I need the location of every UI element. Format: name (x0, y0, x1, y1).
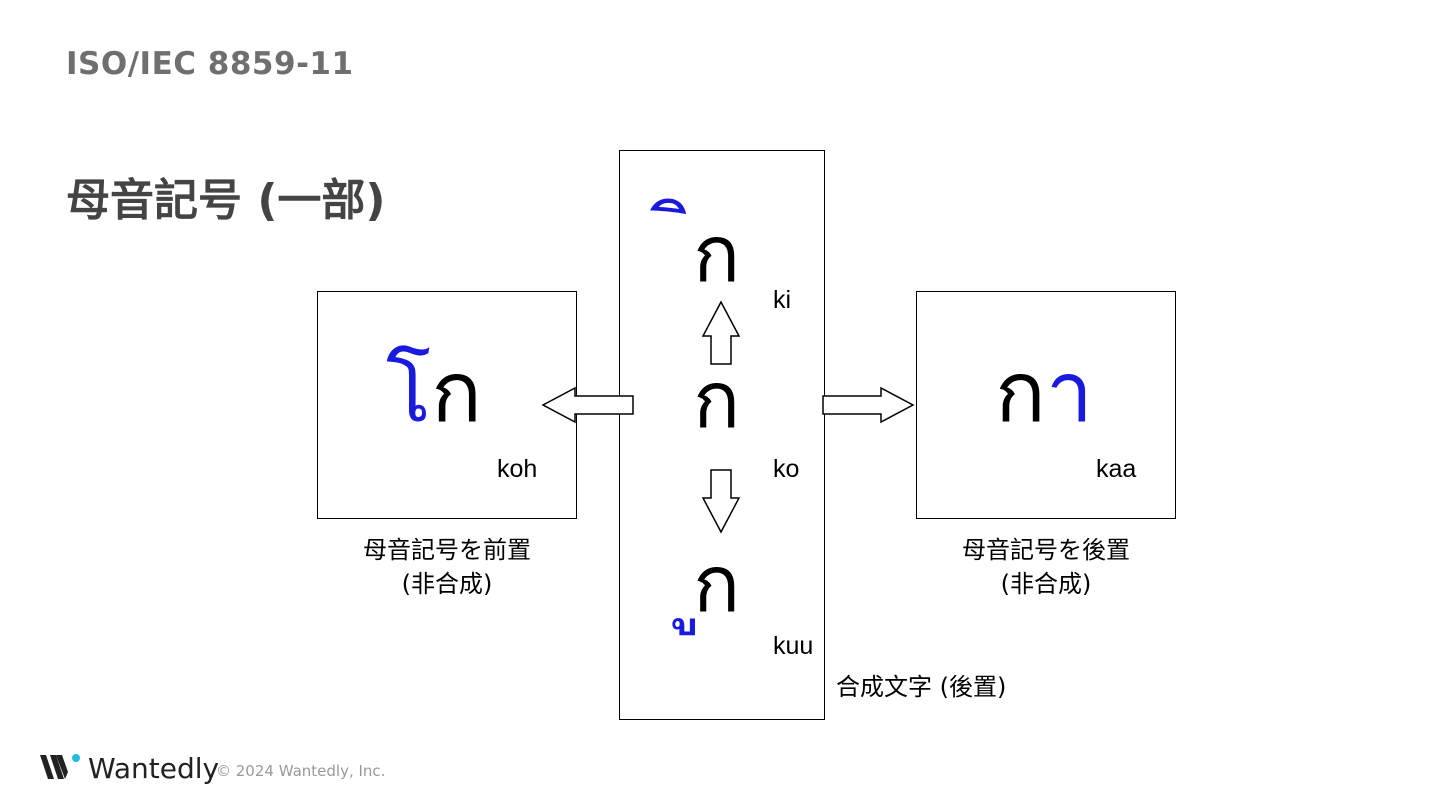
suffix-caption-line2: (非合成) (1000, 570, 1092, 598)
right-arrow-icon (822, 386, 915, 424)
composed-characters-box (619, 150, 825, 720)
thai-kuu-glyph: ก ู (693, 546, 753, 636)
prefix-vowel-box (317, 291, 577, 519)
prefix-caption-line2: (非合成) (401, 570, 493, 598)
roman-ko: ko (773, 455, 800, 483)
thai-sara-o-mark: โ (386, 343, 432, 441)
thai-ko-base: ก (995, 343, 1046, 441)
composed-caption: 合成文字 (後置) (836, 673, 1007, 701)
left-arrow-icon (541, 386, 634, 424)
thai-ko-base: ก (431, 343, 482, 441)
suffix-caption-line1: 母音記号を後置 (962, 536, 1130, 564)
copyright-text: © 2024 Wantedly, Inc. (216, 762, 386, 780)
roman-kuu: kuu (773, 632, 814, 660)
prefix-caption-line1: 母音記号を前置 (363, 536, 531, 564)
thai-kaa-glyph: กา (995, 350, 1093, 434)
page-header: ISO/IEC 8859-11 (66, 46, 354, 82)
down-arrow-icon (701, 469, 741, 534)
brand-name: Wantedly (88, 752, 220, 785)
thai-ki-glyph: ก ิ (693, 216, 753, 296)
thai-ko-base: ก (693, 356, 741, 446)
wantedly-logo-icon (40, 754, 80, 779)
roman-ki: ki (773, 286, 792, 314)
thai-ko-base: ก (693, 210, 741, 300)
roman-kaa: kaa (1096, 455, 1137, 483)
thai-koh-glyph: โก (386, 350, 482, 434)
section-title: 母音記号 (一部) (66, 175, 386, 226)
thai-ko-base: ก (693, 540, 741, 630)
thai-sara-aa-mark: า (1045, 343, 1094, 441)
suffix-vowel-box (916, 291, 1176, 519)
suffix-caption: 母音記号を後置 (非合成) (916, 533, 1176, 601)
thai-ko-glyph: ก (693, 362, 740, 440)
up-arrow-icon (701, 300, 741, 365)
roman-koh: koh (497, 455, 538, 483)
prefix-caption: 母音記号を前置 (非合成) (317, 533, 577, 601)
